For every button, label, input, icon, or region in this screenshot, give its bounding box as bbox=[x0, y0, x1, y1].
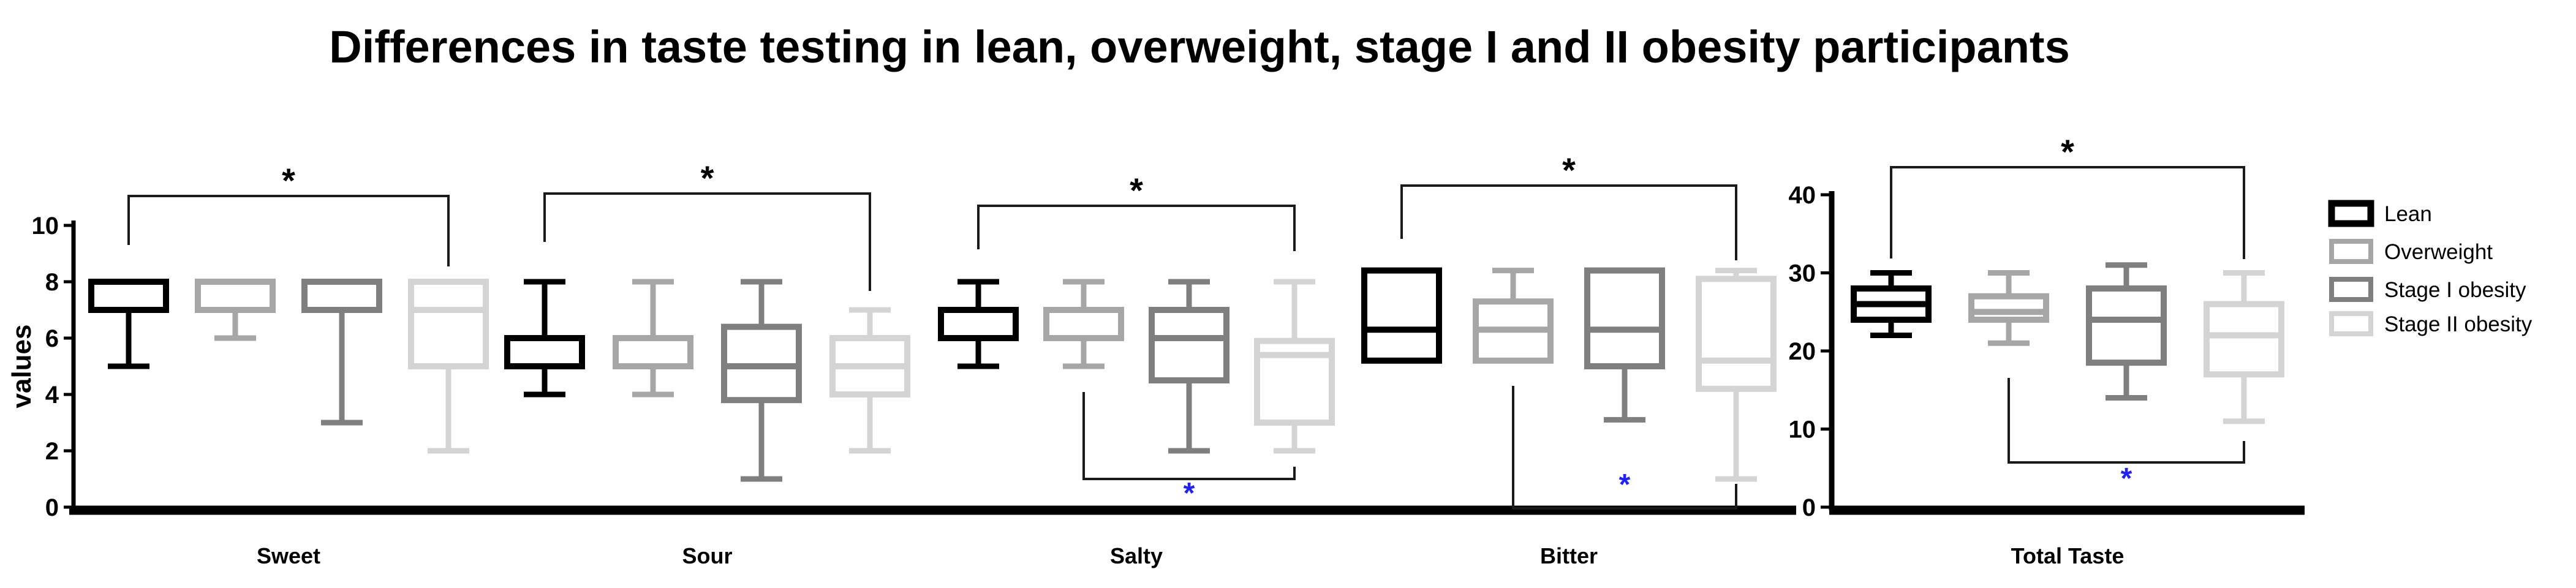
group-sweet bbox=[88, 279, 489, 454]
box-sour-lean bbox=[504, 279, 585, 398]
significance-asterisk-blue: * bbox=[2121, 462, 2132, 495]
right-y-tick-label: 40 bbox=[1789, 182, 1816, 209]
legend-swatch-overweight bbox=[2329, 239, 2373, 264]
box-salty-stage-i-obesity bbox=[1149, 279, 1229, 454]
legend-item-overweight bbox=[2329, 239, 2373, 264]
iqr-box bbox=[613, 335, 693, 369]
iqr-box bbox=[1043, 307, 1124, 341]
box-total-taste-overweight bbox=[1968, 270, 2049, 346]
box-salty-stage-ii-obesity bbox=[1254, 279, 1335, 454]
chart-title: Differences in taste testing in lean, ov… bbox=[329, 21, 2069, 72]
iqr-box bbox=[2204, 301, 2284, 378]
left-y-tick-label: 0 bbox=[45, 494, 59, 521]
box-sour-stage-ii-obesity bbox=[829, 307, 910, 454]
iqr-box bbox=[938, 307, 1019, 341]
significance-bracket-top bbox=[543, 192, 871, 291]
iqr-box bbox=[2086, 285, 2167, 366]
group-label: Total Taste bbox=[2011, 543, 2125, 568]
significance-asterisk-blue: * bbox=[1184, 477, 1195, 510]
group-label: Bitter bbox=[1540, 543, 1598, 568]
box-sweet-stage-ii-obesity bbox=[408, 279, 489, 454]
iqr-box bbox=[1361, 267, 1442, 364]
significance-asterisk: * bbox=[701, 159, 714, 197]
y-axis-title: values bbox=[7, 325, 37, 409]
significance-bracket-top bbox=[127, 195, 450, 266]
significance-bracket-bottom bbox=[2008, 378, 2245, 464]
group-total-taste bbox=[1851, 262, 2284, 424]
box-sour-stage-i-obesity bbox=[721, 279, 802, 482]
significance-bracket-bottom bbox=[1512, 386, 1737, 510]
legend-item-stage-ii-obesity bbox=[2329, 311, 2373, 336]
significance-asterisk: * bbox=[282, 161, 295, 200]
iqr-box bbox=[301, 279, 382, 313]
legend-swatch-stage1 bbox=[2329, 277, 2373, 302]
box-sweet-stage-i-obesity bbox=[301, 279, 382, 426]
legend-label: Lean bbox=[2384, 202, 2432, 226]
left-y-tick-label: 10 bbox=[32, 213, 59, 239]
box-sweet-lean bbox=[88, 279, 169, 369]
significance-asterisk-blue: * bbox=[1619, 469, 1631, 501]
significance-bracket-top bbox=[1890, 166, 2245, 259]
group-sour bbox=[504, 279, 910, 482]
iqr-box bbox=[1149, 307, 1229, 383]
iqr-box bbox=[1696, 276, 1777, 392]
iqr-box bbox=[88, 279, 169, 313]
iqr-box bbox=[504, 335, 585, 369]
legend-swatch-lean bbox=[2328, 200, 2374, 227]
box-sweet-overweight bbox=[195, 279, 276, 341]
right-y-tick-label: 20 bbox=[1789, 338, 1816, 365]
significance-bracket-bottom bbox=[1082, 392, 1296, 480]
legend-item-stage-i-obesity bbox=[2329, 277, 2373, 302]
left-y-tick-label: 6 bbox=[45, 325, 59, 352]
significance-asterisk: * bbox=[1130, 171, 1143, 209]
right-y-tick-label: 0 bbox=[1802, 494, 1816, 521]
box-total-taste-stage-i-obesity bbox=[2086, 262, 2167, 401]
right-y-tick-label: 30 bbox=[1789, 260, 1816, 287]
significance-asterisk: * bbox=[1562, 151, 1576, 189]
box-bitter-stage-ii-obesity bbox=[1696, 268, 1777, 482]
box-salty-overweight bbox=[1043, 279, 1124, 369]
legend-item-lean bbox=[2328, 200, 2374, 227]
box-bitter-stage-i-obesity bbox=[1584, 267, 1665, 423]
box-sour-overweight bbox=[613, 279, 693, 398]
left-y-tick-label: 4 bbox=[45, 382, 59, 409]
box-bitter-overweight bbox=[1473, 268, 1554, 364]
significance-bracket-top bbox=[1400, 184, 1737, 260]
left-y-tick-label: 2 bbox=[45, 438, 59, 465]
left-y-tick-label: 8 bbox=[45, 269, 59, 296]
legend-swatch-stage2 bbox=[2329, 311, 2373, 336]
box-total-taste-lean bbox=[1851, 270, 1932, 338]
significance-bracket-top bbox=[977, 205, 1296, 251]
group-salty bbox=[938, 279, 1335, 454]
significance-asterisk: * bbox=[2061, 132, 2074, 171]
legend-label: Overweight bbox=[2384, 240, 2493, 264]
iqr-box bbox=[1584, 267, 1665, 369]
group-label: Sweet bbox=[257, 543, 320, 568]
legend-label: Stage I obesity bbox=[2384, 278, 2526, 302]
group-label: Sour bbox=[682, 543, 732, 568]
right-y-tick-label: 10 bbox=[1789, 417, 1816, 443]
group-bitter bbox=[1361, 267, 1777, 482]
iqr-box bbox=[1968, 293, 2049, 323]
group-label: Salty bbox=[1110, 543, 1163, 568]
box-salty-lean bbox=[938, 279, 1019, 369]
box-total-taste-stage-ii-obesity bbox=[2204, 270, 2284, 424]
box-bitter-lean bbox=[1361, 267, 1442, 364]
iqr-box bbox=[408, 279, 489, 369]
iqr-box bbox=[195, 279, 276, 313]
legend-label: Stage II obesity bbox=[2384, 312, 2533, 336]
